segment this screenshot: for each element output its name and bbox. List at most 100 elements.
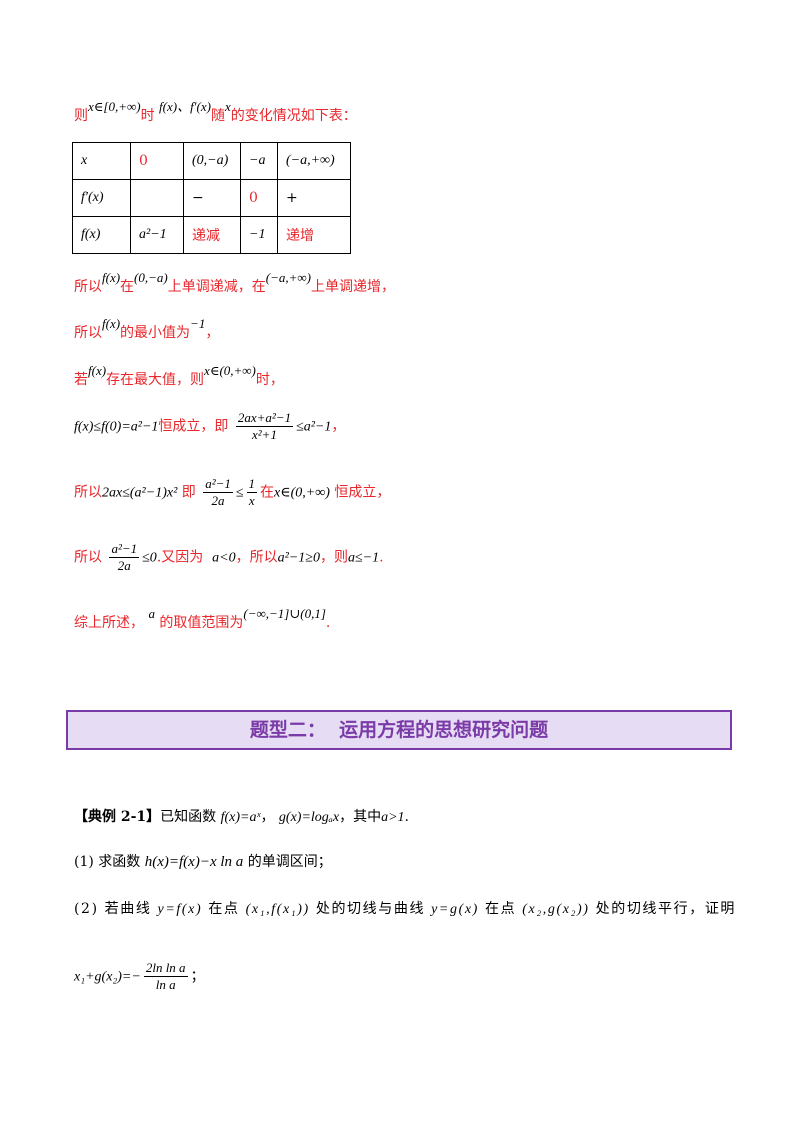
text: 在 — [260, 484, 275, 501]
table-cell: − — [183, 179, 241, 217]
text: 的最小值为 — [120, 325, 191, 341]
section-title: 题型二： 运用方程的思想研究问题 — [249, 719, 549, 741]
variation-table: x 0 (0,−a) −a (−a,+∞) f′(x) − 0 + f(x) a… — [72, 142, 351, 254]
table-cell: (0,−a) — [183, 142, 241, 180]
math: a≤−1 — [347, 550, 380, 566]
text: ，其中 — [339, 809, 382, 825]
fraction-numerator: 2ax+a²−1 — [235, 410, 294, 427]
math: (−∞,−1]∪(0,1] — [243, 606, 326, 621]
math: f(x)=aˣ — [220, 810, 261, 825]
math: h(x)=f(x)−x ln a — [144, 854, 244, 870]
math: a — [148, 606, 155, 621]
text: ，则 — [319, 549, 348, 566]
text: 则 — [74, 108, 88, 124]
math: f(x)、f′(x) — [159, 99, 211, 114]
text: 恒成立， — [334, 484, 391, 501]
text: . — [379, 549, 384, 566]
text: 的取值范围为 — [159, 615, 244, 631]
text: 所以 — [74, 484, 102, 501]
fraction-denominator: x — [248, 493, 255, 508]
text: .又因为 — [156, 549, 204, 566]
example-intro: 【典例 2-1】已知函数 f(x)=aˣ， g(x)=logₐx，其中a>1. — [74, 806, 409, 826]
text: 在点 — [208, 901, 240, 917]
table-cell: + — [277, 179, 351, 217]
text-line-2: 所以f(x)在(0,−a)上单调递减，在(−a,+∞)上单调递增， — [74, 270, 395, 296]
math: (x₂,g(x₂)) — [522, 902, 590, 917]
text-line-4: 若f(x)存在最大值，则x∈(0,+∞)时， — [74, 363, 284, 389]
table-cell: f(x) — [72, 216, 131, 254]
math: a²−1≥0 — [277, 550, 320, 566]
text: 的变化情况如下表： — [230, 108, 357, 124]
text-line-8: 综上所述， a 的取值范围为(−∞,−1]∪(0,1]. — [74, 606, 331, 632]
fraction-denominator: ln a — [155, 977, 176, 992]
math: y=f(x) — [157, 902, 203, 917]
fraction-numerator: 1 — [246, 476, 258, 493]
text: . — [404, 809, 409, 825]
table-row: f′(x) − 0 + — [72, 179, 351, 217]
example-part-1: (1) 求函数 h(x)=f(x)−x ln a 的单调区间； — [74, 851, 332, 871]
text: 上单调递增， — [310, 279, 395, 295]
table-row: x 0 (0,−a) −a (−a,+∞) — [72, 142, 351, 180]
table-cell: 递减 — [183, 216, 241, 254]
fraction-denominator: x²+1 — [252, 427, 277, 442]
math: x∈[0,+∞) — [88, 99, 141, 114]
text-line-1: 则x∈[0,+∞)时 f(x)、f′(x)随x的变化情况如下表： — [74, 99, 357, 125]
table-cell: −1 — [240, 216, 278, 254]
math: (−a,+∞) — [265, 270, 311, 285]
section-banner: 题型二： 运用方程的思想研究问题 — [66, 710, 732, 750]
math: (0,−a) — [134, 270, 168, 285]
math: (x₁,f(x₁)) — [245, 902, 310, 917]
text: 在 — [120, 279, 135, 295]
text: (1) 求函数 — [74, 854, 141, 870]
text: 所以 — [74, 549, 102, 566]
math: 2ax≤(a²−1)x² — [102, 485, 178, 501]
math: f(x) — [102, 270, 121, 285]
text: 时 — [140, 108, 155, 124]
example-tag: 【典例 2-1】 — [74, 809, 161, 825]
text: ，所以 — [235, 549, 278, 566]
table-row: f(x) a²−1 递减 −1 递增 — [72, 216, 351, 254]
text: 随 — [210, 108, 225, 124]
fraction-numerator: 2ln ln a — [143, 960, 188, 977]
fraction-numerator: a²−1 — [109, 541, 140, 558]
math: ≤ — [235, 485, 244, 501]
math: x — [224, 99, 231, 114]
math: y=g(x) — [431, 902, 479, 917]
fraction-denominator: 2a — [211, 493, 225, 508]
table-cell: x — [72, 142, 131, 180]
table-cell: 0 — [130, 142, 184, 180]
math: x∈(0,+∞) — [204, 363, 256, 378]
table-cell: f′(x) — [72, 179, 131, 217]
table-cell: 0 — [240, 179, 278, 217]
math: ≤a²−1 — [296, 419, 332, 435]
text: 恒成立，即 — [158, 418, 229, 435]
text-line-3: 所以f(x)的最小值为−1， — [74, 316, 220, 342]
fraction-denominator: 2a — [117, 558, 131, 573]
math: f(x) — [102, 316, 121, 331]
text: 综上所述， — [74, 615, 144, 631]
text: ， — [205, 325, 220, 341]
table-cell: a²−1 — [130, 216, 184, 254]
text: 时， — [255, 372, 284, 388]
math: ≤0 — [142, 550, 157, 566]
table-cell: −a — [240, 142, 278, 180]
math: f(x) — [88, 363, 107, 378]
text: 处的切线平行，证明 — [595, 901, 737, 917]
text: ， — [260, 809, 275, 825]
text: 即 — [181, 484, 196, 501]
fraction-numerator: a²−1 — [203, 476, 233, 493]
text: 所以 — [74, 325, 102, 341]
math: a>1 — [381, 810, 405, 825]
math: −1 — [190, 316, 206, 331]
text: (2) 若曲线 — [74, 901, 152, 917]
text: . — [325, 615, 331, 631]
math: x∈(0,+∞) — [274, 485, 330, 501]
